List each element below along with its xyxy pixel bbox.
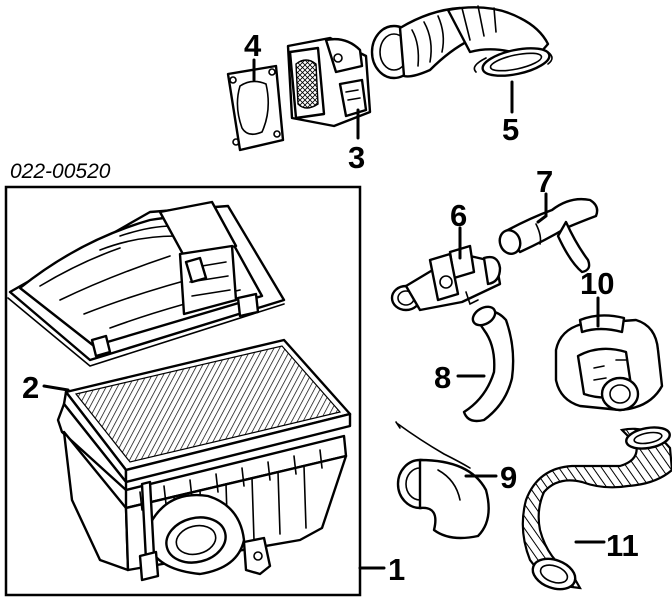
callout-10: 10 — [580, 266, 614, 301]
callout-11: 11 — [606, 528, 639, 563]
callout-9: 9 — [500, 460, 517, 495]
callout-1: 1 — [388, 552, 405, 587]
callout-4: 4 — [244, 28, 262, 63]
part-6-valve — [390, 244, 502, 312]
callout-6: 6 — [450, 198, 467, 233]
assembly-frame — [4, 185, 362, 597]
part-2-filter-element — [62, 338, 352, 484]
part-5-intake-boot — [370, 5, 553, 80]
callout-3: 3 — [348, 140, 365, 175]
callout-7: 7 — [536, 164, 553, 199]
part-1-air-cleaner-cover — [7, 200, 286, 367]
callout-8: 8 — [434, 360, 451, 395]
part-11-corrugated-hose — [521, 426, 672, 591]
part-9-duct — [395, 421, 490, 540]
callout-labels: 4 3 5 7 6 10 2 8 9 11 1 — [22, 28, 639, 587]
part-10-resonator — [554, 314, 664, 412]
part-7-hose — [498, 197, 599, 274]
part-4-gasket — [226, 64, 285, 152]
part-8-hose — [462, 305, 515, 423]
callout-2: 2 — [22, 370, 39, 405]
part-1-air-cleaner-housing — [56, 402, 348, 582]
leader-lines — [42, 58, 606, 570]
reference-code: 022-00520 — [10, 160, 111, 183]
part-3-air-flow-meter — [286, 36, 372, 128]
callout-5: 5 — [502, 112, 519, 147]
